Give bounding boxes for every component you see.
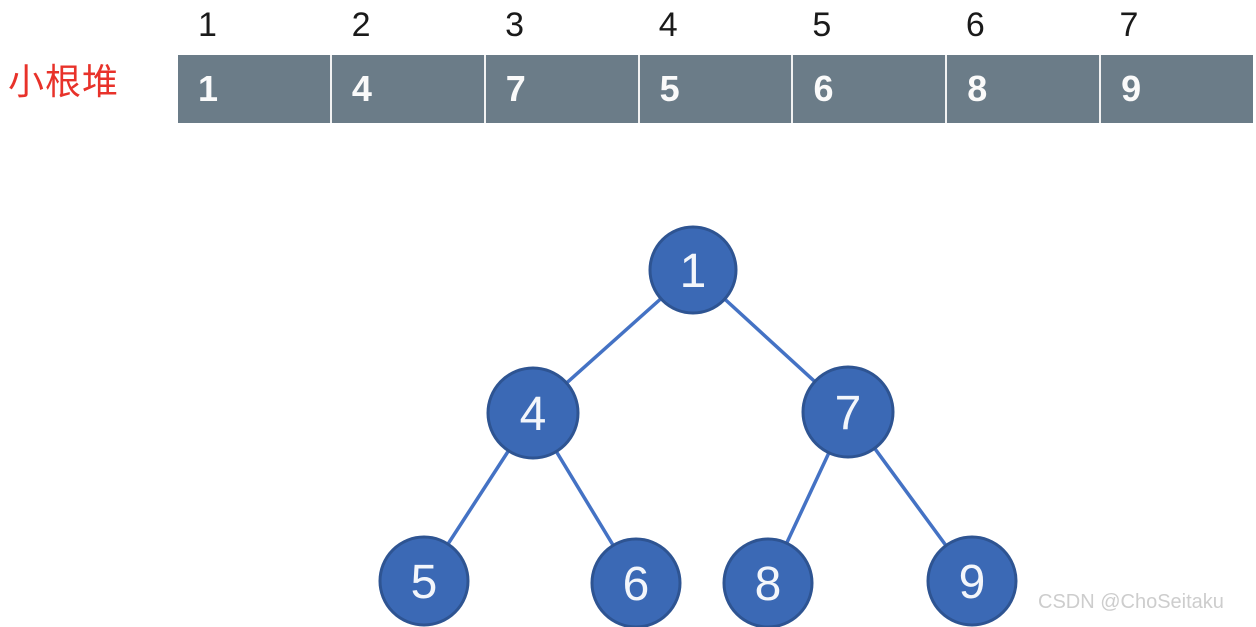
array-cell: 5 — [637, 55, 792, 123]
tree-node-label: 4 — [520, 388, 547, 441]
tree-node: 8 — [722, 537, 814, 627]
array-cell: 7 — [483, 55, 638, 123]
array-cell: 8 — [945, 55, 1099, 123]
tree-node: 9 — [926, 535, 1018, 627]
array-index-row: 1 2 3 4 5 6 7 — [178, 4, 1253, 46]
watermark: CSDN @ChoSeitaku — [1038, 591, 1224, 613]
tree-node-circle — [722, 537, 814, 627]
tree-node-circle — [926, 535, 1018, 627]
array-cell: 4 — [329, 55, 484, 123]
tree-node-circle — [801, 365, 895, 459]
tree-node-label: 9 — [959, 556, 986, 609]
tree-node-label: 8 — [755, 558, 782, 611]
array-cell: 1 — [198, 68, 219, 109]
array-index: 4 — [658, 6, 678, 44]
tree-node: 5 — [378, 535, 470, 627]
tree-node-circle — [378, 535, 470, 627]
tree-node: 4 — [486, 366, 580, 460]
tree-node: 7 — [801, 365, 895, 459]
tree-node: 6 — [590, 537, 682, 627]
tree-node-label: 5 — [411, 556, 438, 609]
heap-label: 小根堆 — [8, 61, 120, 102]
tree-node-label: 7 — [835, 387, 862, 440]
tree-node-circle — [590, 537, 682, 627]
tree-node-label: 6 — [623, 558, 650, 611]
array-index: 3 — [505, 6, 525, 44]
array-index: 6 — [965, 6, 985, 44]
tree-node-label: 1 — [680, 245, 707, 298]
tree-node-circle — [486, 366, 580, 460]
array-index: 1 — [198, 6, 217, 44]
tree-node: 1 — [648, 225, 738, 315]
array-cell: 9 — [1099, 55, 1253, 123]
array-index: 2 — [351, 6, 371, 44]
array-index: 7 — [1119, 6, 1139, 44]
tree-node-circle — [648, 225, 738, 315]
array-index: 5 — [812, 6, 832, 44]
array-cell: 6 — [791, 55, 945, 123]
